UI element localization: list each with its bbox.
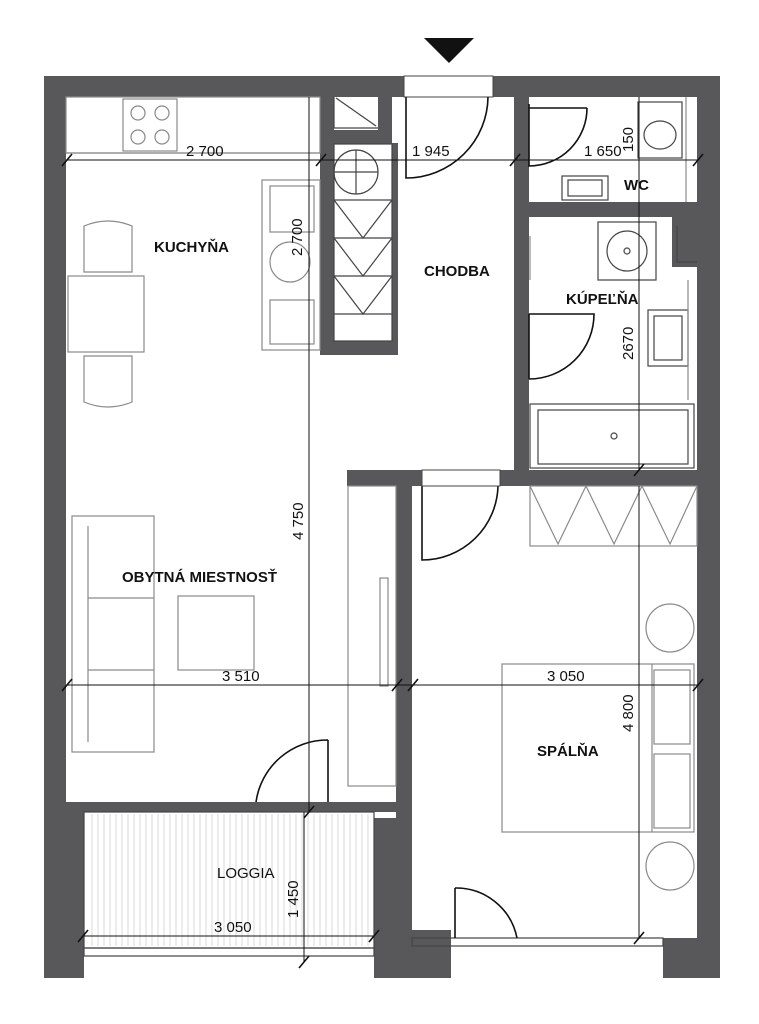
wc-sink-icon <box>561 175 609 201</box>
dimension-lines <box>61 97 704 969</box>
chair-icon <box>83 355 133 408</box>
room-label-bedroom: SPÁLŇA <box>537 742 599 760</box>
dimension-wc-depth: 150 <box>620 127 637 152</box>
kitchen-furniture <box>65 96 321 408</box>
basin-icon <box>597 221 657 281</box>
dimension-loggia-width: 3 050 <box>214 919 252 936</box>
room-label-loggia: LOGGIA <box>217 865 275 882</box>
dimension-living-width: 3 510 <box>222 668 260 685</box>
doors <box>255 75 595 939</box>
dimension-kitchen-width: 2 700 <box>186 143 224 160</box>
toilet-icon <box>637 101 683 159</box>
nightstand-lamp-icon <box>645 603 695 653</box>
sofa-icon <box>71 515 155 753</box>
dimension-bedroom-width: 3 050 <box>547 668 585 685</box>
hall-storage <box>333 97 393 342</box>
sink-icon <box>269 185 315 233</box>
bedroom-furniture <box>501 484 698 891</box>
room-label-wc: WC <box>624 177 649 194</box>
bathtub-icon <box>529 403 695 469</box>
wc-fixtures <box>561 97 687 202</box>
coffee-table <box>177 595 255 671</box>
dimension-loggia-depth: 1 450 <box>285 880 302 918</box>
cooktop-icon <box>122 98 178 152</box>
dimension-bedroom-depth: 4 800 <box>620 694 637 732</box>
room-label-hallway: CHODBA <box>424 263 490 280</box>
bed-icon <box>501 663 695 833</box>
dimension-hallway-width: 1 945 <box>412 143 450 160</box>
nightstand-lamp-icon <box>645 841 695 891</box>
loggia-railing <box>91 814 369 946</box>
living-furniture <box>71 485 397 787</box>
walls <box>44 76 720 978</box>
dimension-living-depth: 4 750 <box>290 502 307 540</box>
oven-icon <box>269 241 311 283</box>
room-label-bathroom: KÚPEĽŇA <box>566 290 639 308</box>
chair-icon <box>83 220 133 273</box>
room-label-kitchen: KUCHYŇA <box>154 238 229 256</box>
bedroom-wardrobe <box>529 485 698 547</box>
bathroom-fixtures <box>529 221 697 469</box>
room-label-living-room: OBYTNÁ MIESTNOSŤ <box>122 568 277 586</box>
dimension-wc-width: 1 650 <box>584 143 622 160</box>
wardrobe <box>347 485 397 787</box>
dimension-bathroom-depth: 2670 <box>620 327 637 360</box>
entrance-arrow-icon <box>424 38 474 63</box>
dining-table <box>67 275 145 353</box>
dimension-kitchen-depth: 2 700 <box>289 218 306 256</box>
